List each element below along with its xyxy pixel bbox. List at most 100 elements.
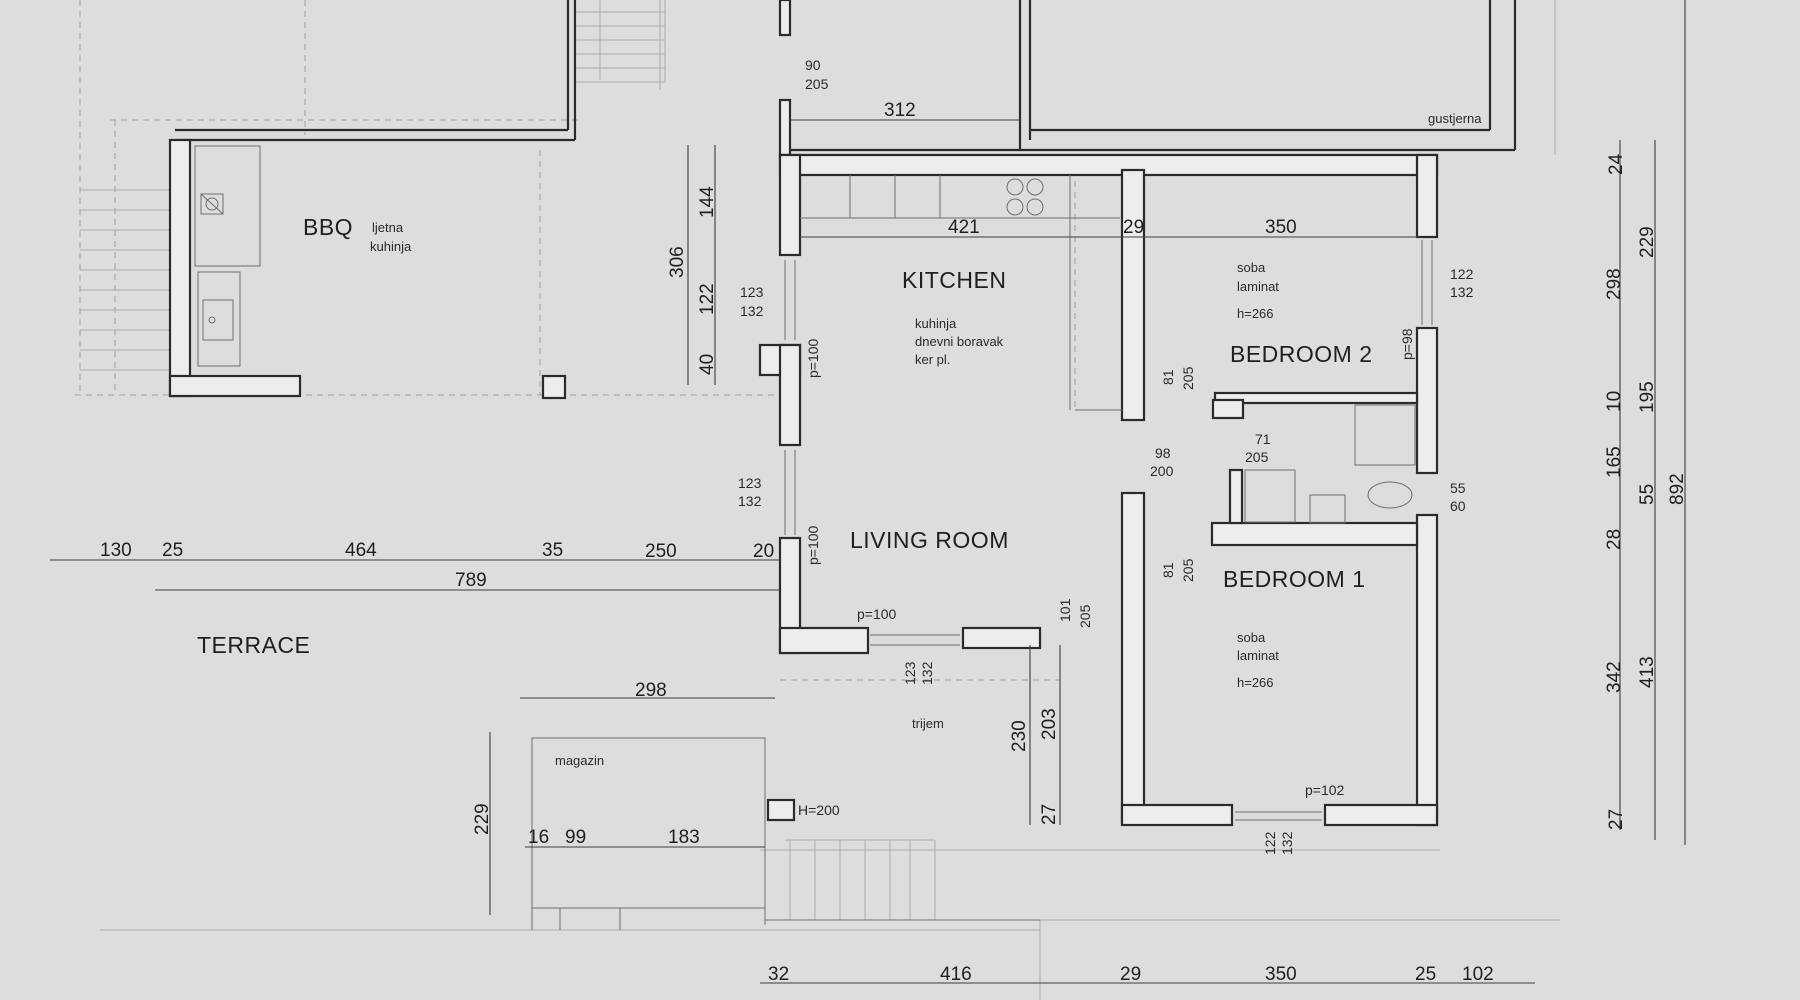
room-label-bedroom-1: BEDROOM 1 [1223, 566, 1366, 592]
dim-35: 35 [542, 540, 563, 561]
dim-29: 29 [1123, 217, 1144, 238]
dim-16: 16 [528, 827, 549, 848]
room-label-terrace: TERRACE [197, 632, 310, 658]
window-2-top: 123 [738, 475, 762, 491]
top-middle-walls [778, 0, 1020, 157]
opening-annotations: 123 132 123 132 122 132 55 60 90 205 98 … [738, 57, 1474, 855]
dim-312: 312 [884, 100, 916, 121]
dim-right-413: 413 [1637, 656, 1658, 688]
sill-p102: p=102 [1305, 782, 1345, 798]
door-2-top: 98 [1155, 445, 1171, 461]
dim-bottom-32: 32 [768, 964, 789, 985]
window-3-bottom: 132 [1450, 284, 1474, 300]
dimension-texts: 130 25 464 35 250 20 789 298 16 99 183 3… [100, 100, 1494, 985]
window-3-top: 122 [1450, 266, 1474, 282]
door-1-top: 90 [805, 57, 821, 73]
dim-right-24: 24 [1606, 153, 1627, 175]
south-window-bottom: 132 [919, 661, 935, 685]
note-bed1-2: laminat [1237, 648, 1279, 663]
dim-bottom-29: 29 [1120, 964, 1141, 985]
cistern [1018, 0, 1517, 152]
note-kitchen-1: kuhinja [915, 316, 957, 331]
dim-right-165: 165 [1604, 446, 1625, 478]
sill-p100-a: p=100 [805, 338, 821, 378]
kitchen-counter [800, 175, 1122, 411]
door-6-top: 101 [1057, 598, 1073, 622]
dim-789: 789 [455, 570, 487, 591]
dim-27: 27 [1039, 804, 1060, 825]
door-2-bottom: 200 [1150, 463, 1174, 479]
note-bed2-2: laminat [1237, 279, 1279, 294]
dim-25: 25 [162, 540, 183, 561]
dim-122: 122 [697, 283, 718, 315]
note-kitchen-2: dnevni boravak [915, 334, 1004, 349]
dim-229-storage: 229 [472, 803, 493, 835]
note-bed2-1: soba [1237, 260, 1266, 275]
window-1-top: 123 [740, 284, 764, 300]
bbq-walls [168, 138, 567, 400]
door-6-bottom: 205 [1077, 604, 1093, 628]
note-gustjerna: gustjerna [1428, 111, 1482, 126]
note-trijem: trijem [912, 716, 944, 731]
dim-right-195: 195 [1637, 381, 1658, 413]
bathroom-fixtures [1244, 404, 1416, 524]
door-5-top: 81 [1160, 562, 1176, 578]
bottom-window-top: 122 [1262, 831, 1278, 855]
door-3-bottom: 205 [1245, 449, 1269, 465]
dim-130: 130 [100, 540, 132, 561]
dim-421: 421 [948, 217, 980, 238]
dim-bottom-102: 102 [1462, 964, 1494, 985]
window-1-bottom: 132 [740, 303, 764, 319]
dim-right-229: 229 [1637, 226, 1658, 258]
vertical-dimension-texts: 229 144 306 122 40 230 203 27 24 298 229… [472, 153, 1688, 835]
room-label-bbq: BBQ [303, 214, 353, 240]
column-h200: H=200 [798, 802, 840, 818]
dim-99: 99 [565, 827, 586, 848]
sill-p100-c: p=100 [857, 606, 897, 622]
dim-bottom-350: 350 [1265, 964, 1297, 985]
dimension-lines [50, 0, 1686, 984]
bottom-window-bottom: 132 [1279, 831, 1295, 855]
door-3-top: 71 [1255, 431, 1271, 447]
dim-right-28: 28 [1604, 529, 1625, 550]
construction-lines [75, 0, 1560, 1000]
dim-144: 144 [697, 186, 718, 218]
note-bed1-1: soba [1237, 630, 1266, 645]
dim-350: 350 [1265, 217, 1297, 238]
dim-right-27: 27 [1606, 809, 1627, 830]
sill-p100-b: p=100 [805, 525, 821, 565]
door-4-bottom: 205 [1180, 366, 1196, 390]
room-label-kitchen: KITCHEN [902, 267, 1006, 293]
note-bbq-1: ljetna [372, 220, 404, 235]
dim-right-298: 298 [1604, 268, 1625, 300]
room-label-bedroom-2: BEDROOM 2 [1230, 341, 1373, 367]
upper-left-structure [175, 0, 577, 142]
left-stairs [80, 189, 175, 371]
window-2-bottom: 132 [738, 493, 762, 509]
room-notes: ljetna kuhinja kuhinja dnevni boravak ke… [370, 111, 1482, 768]
room-label-living-room: LIVING ROOM [850, 527, 1009, 553]
note-magazin: magazin [555, 753, 604, 768]
dim-306: 306 [667, 246, 688, 278]
dim-464: 464 [345, 540, 377, 561]
dim-right-10: 10 [1604, 391, 1625, 412]
window-4-bottom: 60 [1450, 498, 1466, 514]
dim-bottom-25: 25 [1415, 964, 1436, 985]
dim-230: 230 [1009, 720, 1030, 752]
windows [784, 240, 1433, 821]
window-4-top: 55 [1450, 480, 1466, 496]
note-kitchen-3: ker pl. [915, 352, 950, 367]
dim-250: 250 [645, 541, 677, 562]
dim-183: 183 [668, 827, 700, 848]
note-bed1-3: h=266 [1237, 675, 1274, 690]
dim-right-55: 55 [1637, 484, 1658, 505]
door-4-top: 81 [1160, 369, 1176, 385]
dim-right-892: 892 [1667, 473, 1688, 505]
note-bbq-2: kuhinja [370, 239, 412, 254]
door-1-bottom: 205 [805, 76, 829, 92]
sill-p98: p=98 [1399, 328, 1415, 360]
south-window-top: 123 [902, 661, 918, 685]
dim-bottom-416: 416 [940, 964, 972, 985]
dim-right-342: 342 [1604, 661, 1625, 693]
